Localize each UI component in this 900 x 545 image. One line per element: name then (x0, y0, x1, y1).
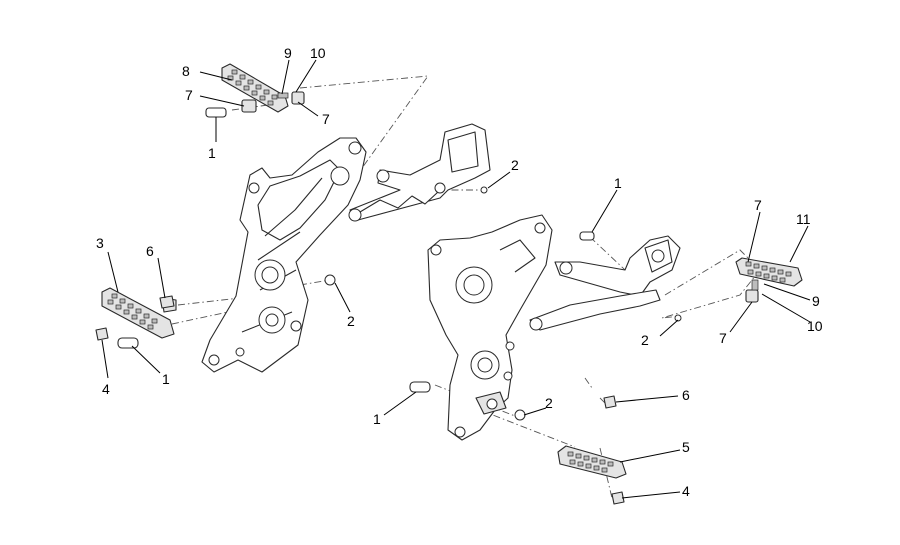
right-rear-footrest-bracket (529, 235, 681, 331)
callout-2: 2 (545, 395, 553, 411)
callout-8: 8 (182, 63, 190, 79)
callout-5: 5 (682, 439, 690, 455)
callout-7: 7 (754, 197, 762, 213)
callout-7: 7 (719, 330, 727, 346)
left-frame-bracket (201, 137, 367, 373)
callout-1: 1 (373, 411, 381, 427)
callout-2: 2 (347, 313, 355, 329)
callout-4: 4 (102, 381, 110, 397)
callout-9: 9 (284, 45, 292, 61)
footpeg-bottom (557, 445, 627, 505)
callout-1: 1 (614, 175, 622, 191)
callout-1: 1 (162, 371, 170, 387)
callout-2: 2 (511, 157, 519, 173)
callout-11: 11 (796, 211, 811, 227)
small-hardware (159, 186, 682, 421)
callout-3: 3 (96, 235, 104, 251)
leader-lines (101, 59, 811, 499)
callout-7: 7 (185, 87, 193, 103)
callout-10: 10 (807, 318, 823, 334)
callout-4: 4 (682, 483, 690, 499)
footpeg-top (205, 63, 305, 118)
callout-2: 2 (641, 332, 649, 348)
top-rear-footrest-bracket (348, 123, 491, 222)
callout-6: 6 (682, 387, 690, 403)
callout-6: 6 (146, 243, 154, 259)
callout-numbers: 9 10 8 7 7 1 2 3 6 2 4 1 1 7 11 9 10 7 2… (96, 45, 823, 499)
grip-pattern (107, 293, 158, 330)
grip-pattern (227, 69, 278, 106)
callout-7: 7 (322, 111, 330, 127)
callout-10: 10 (310, 45, 326, 61)
right-frame-bracket (427, 214, 553, 441)
footpeg-right (735, 257, 803, 303)
callout-1: 1 (208, 145, 216, 161)
grip-pattern (745, 261, 792, 283)
grip-pattern (567, 451, 614, 473)
callout-9: 9 (812, 293, 820, 309)
